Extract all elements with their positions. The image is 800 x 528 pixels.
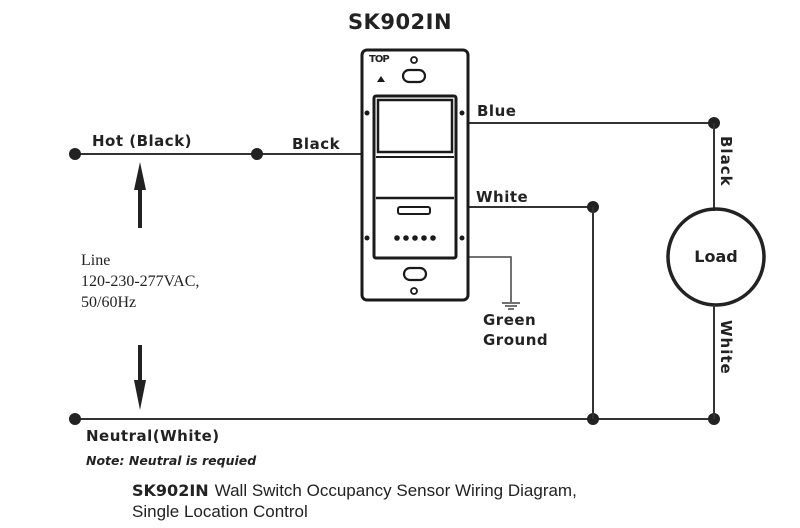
up-arrow-icon (134, 162, 146, 190)
top-slot-icon (401, 68, 427, 84)
mount-screw-bl (364, 235, 370, 241)
load-white-label: White (717, 320, 735, 375)
top-triangle-icon (377, 76, 385, 82)
line-supply-line3: 50/60Hz (81, 294, 137, 311)
caption-line2: Single Location Control (132, 502, 308, 521)
white-label: White (476, 188, 529, 206)
mount-screw-tr (459, 110, 465, 116)
led-dot (412, 235, 418, 241)
load-label: Load (694, 247, 738, 266)
neutral-terminal (69, 413, 81, 425)
top-marker-label: TOP (369, 54, 390, 65)
led-indicators (394, 235, 436, 241)
line-supply-spec: Line 120-230-277VAC, 50/60Hz (81, 250, 199, 313)
load-circle (666, 207, 766, 307)
diagram-title: SK902IN (347, 10, 453, 34)
ground-wire (467, 256, 512, 302)
led-dot (430, 235, 436, 241)
black-label: Black (292, 135, 341, 153)
mount-screw-br (459, 235, 465, 241)
switch-device (360, 48, 470, 302)
down-arrow-icon (134, 380, 146, 410)
ground-icon (502, 302, 520, 310)
led-dot (394, 235, 400, 241)
bottom-slot-icon (402, 266, 428, 282)
blue-label: Blue (477, 102, 517, 120)
hot-terminal (69, 148, 81, 160)
caption-model: SK902IN (132, 481, 209, 500)
ground-label-line1: Green (483, 311, 537, 329)
led-dot (421, 235, 427, 241)
bottom-screw-icon (410, 287, 418, 295)
line-supply-line1: Line (81, 252, 111, 269)
led-dot (403, 235, 409, 241)
neutral-note: Note: Neutral is requied (86, 453, 257, 468)
ground-label: Green Ground (483, 310, 548, 350)
top-screw-icon (410, 56, 418, 64)
caption-line1: Wall Switch Occupancy Sensor Wiring Diag… (214, 481, 577, 500)
sensor-body (372, 94, 458, 260)
push-button (397, 206, 431, 215)
mount-screw-tl (364, 110, 370, 116)
line-supply-line2: 120-230-277VAC, (81, 273, 200, 290)
hot-label: Hot (Black) (92, 132, 193, 150)
hot-splice (251, 148, 263, 160)
ground-label-line2: Ground (483, 331, 549, 349)
sensor-lens (376, 98, 454, 154)
load-black-label: Black (717, 136, 735, 187)
caption: SK902IN Wall Switch Occupancy Sensor Wiri… (132, 480, 577, 522)
neutral-label: Neutral(White) (86, 427, 220, 445)
